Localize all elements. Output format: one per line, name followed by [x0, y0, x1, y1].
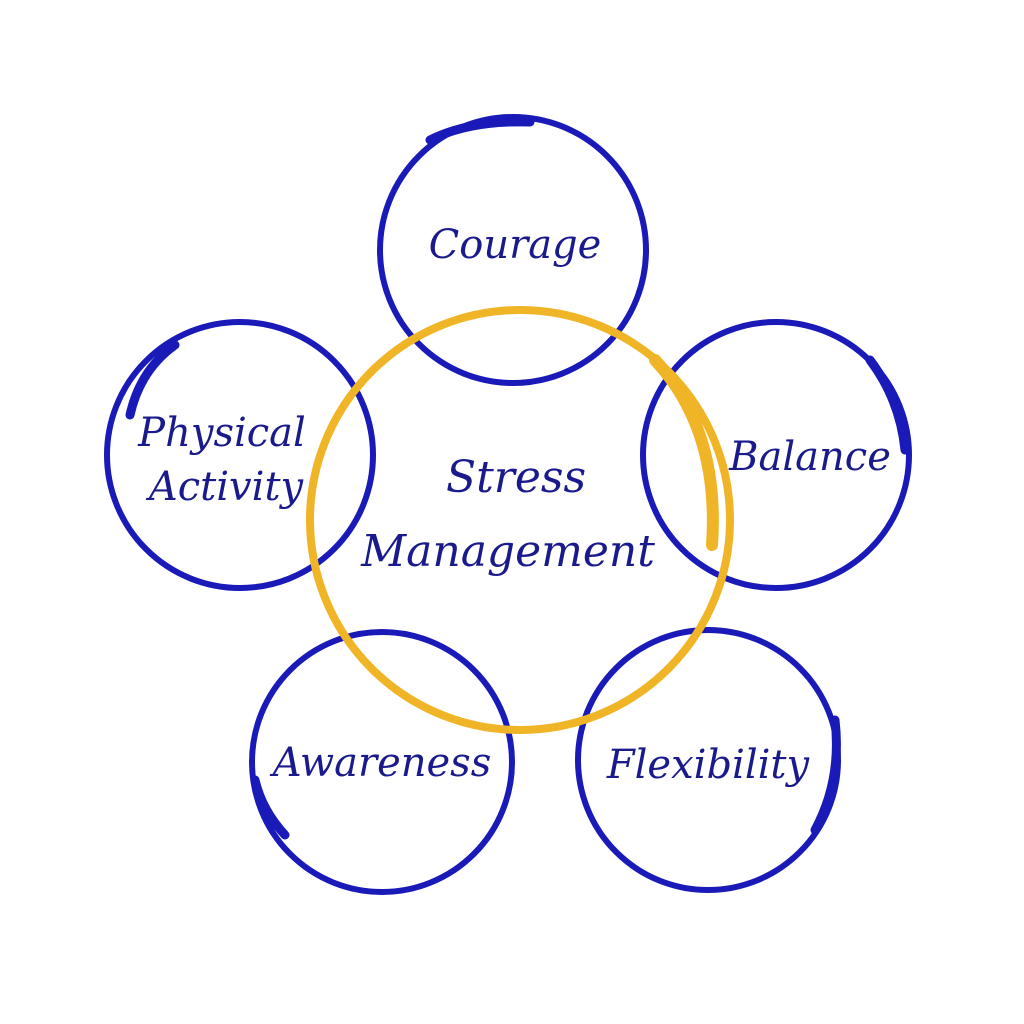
outer-rings [104, 114, 912, 895]
physical-activity-label-line-1: Physical [137, 410, 306, 456]
awareness-label: Awareness [269, 740, 491, 786]
courage-ring-stroke-accent [425, 117, 535, 145]
courage-label: Courage [429, 222, 602, 268]
flexibility-ring-stroke-accent [810, 715, 841, 835]
center-title-line-1: Stress [446, 452, 586, 503]
courage-ring [377, 114, 649, 386]
balance-ring [640, 319, 912, 591]
awareness-ring-stroke-accent [250, 775, 290, 840]
flexibility-label: Flexibility [606, 742, 811, 788]
center-ring [306, 306, 734, 734]
physical-activity-ring [104, 319, 376, 591]
balance-ring-stroke-accent [865, 355, 910, 455]
center-title-line-2: Management [360, 526, 655, 577]
balance-label: Balance [728, 434, 891, 480]
center-ring-stroke-accent [649, 354, 719, 551]
awareness-ring [249, 629, 515, 895]
physical-activity-label-line-2: Activity [145, 464, 305, 510]
physical-activity-ring-stroke-accent [125, 340, 180, 420]
center-ring-group [306, 306, 734, 734]
